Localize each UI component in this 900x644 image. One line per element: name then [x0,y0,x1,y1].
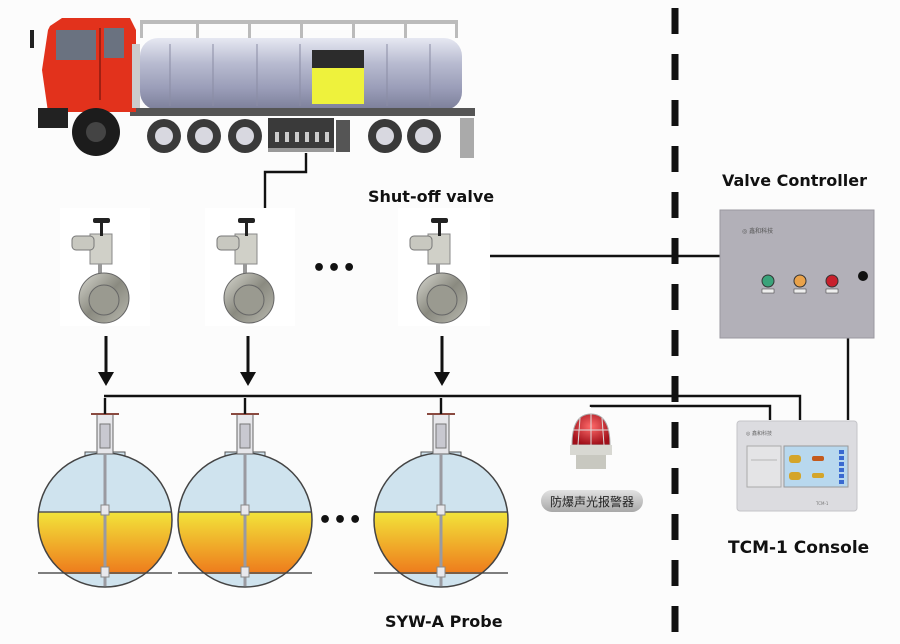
key-switch [858,271,868,281]
tank-body [140,38,462,110]
svg-text:◎ 鑫和科技: ◎ 鑫和科技 [746,430,772,437]
shutoff-valve-label: Shut-off valve [368,187,495,206]
shutoff-valve-3 [398,208,490,326]
wiring [104,153,850,420]
valve-controller-box: ◎ 鑫和科技 [719,209,875,339]
alarm-label-badge: 防爆声光报警器 [541,490,643,512]
storage-tank-2 [177,398,313,588]
valve-ellipsis: ••• [312,256,358,281]
svg-text:TCM-1: TCM-1 [815,501,829,506]
tank-ellipsis: ••• [318,508,364,533]
probe-label: SYW-A Probe [385,612,503,631]
truck-wheels [72,108,441,156]
storage-tank-1 [37,398,173,588]
console-screen [783,445,849,488]
valve-controller-label: Valve Controller [722,171,868,190]
console-label: TCM-1 Console [728,538,870,558]
explosion-proof-alarm [570,413,612,469]
tcm1-console-unit: ◎ 鑫和科技 TCM-1 [736,420,858,512]
hazard-placard [312,50,364,68]
red-lamp [825,274,839,288]
alarm-label: 防爆声光报警器 [549,494,634,509]
shutoff-valve-1 [60,208,150,326]
storage-tank-3 [373,398,509,588]
flow-arrows [98,336,450,386]
orange-lamp [793,274,807,288]
tanker-truck [30,18,475,158]
console-printer [746,445,782,488]
green-lamp [761,274,775,288]
svg-text:◎ 鑫和科技: ◎ 鑫和科技 [742,227,773,235]
shutoff-valve-2 [205,208,295,326]
